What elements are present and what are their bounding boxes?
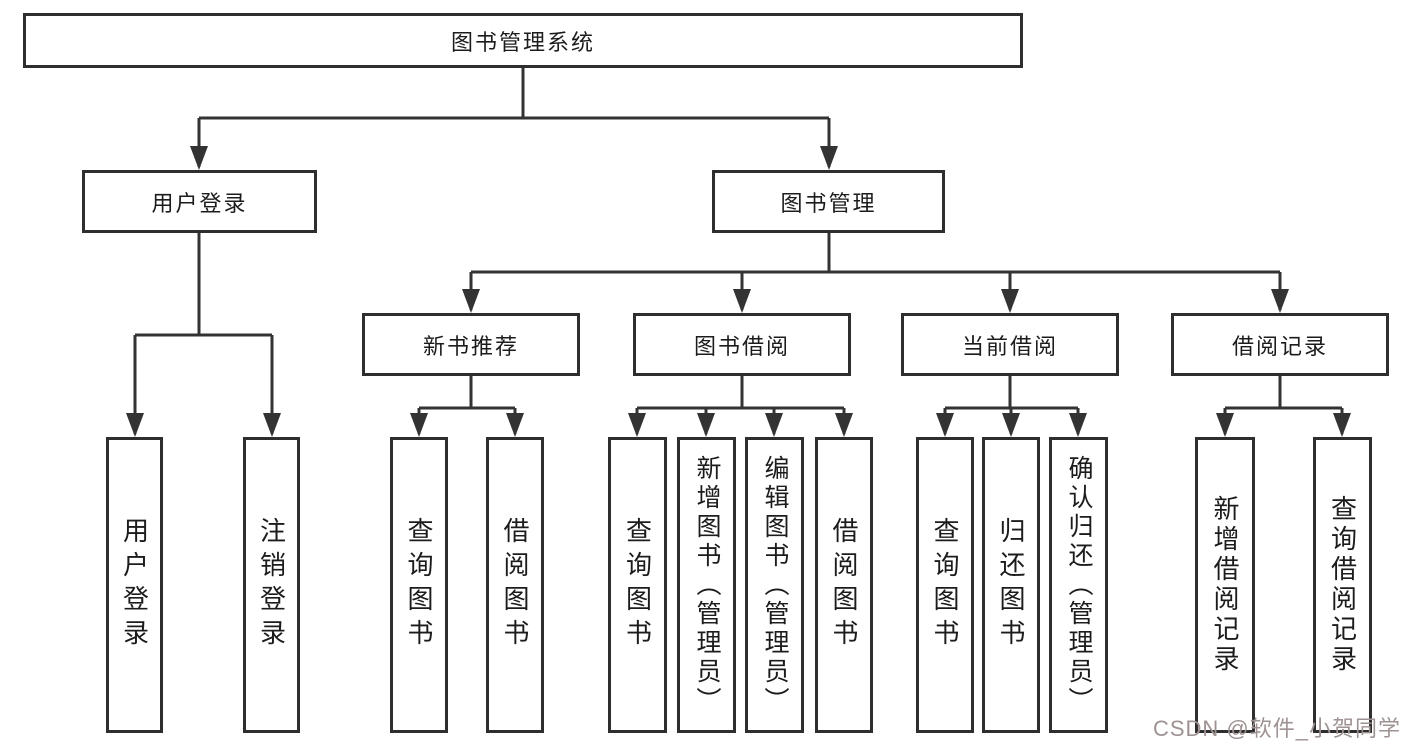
node-label: 注销登录 (256, 517, 287, 653)
node-logout: 注销登录 (243, 437, 300, 733)
node-label: 新增图书（管理员） (693, 454, 721, 716)
node-label: 图书管理 (780, 190, 877, 216)
node-borrow-books-1: 借阅图书 (486, 437, 544, 733)
node-new-book-recommend: 新书推荐 (362, 313, 580, 376)
node-user-login: 用户登录 (82, 170, 317, 233)
node-book-borrowing: 图书借阅 (633, 313, 851, 376)
connector-userlogin-elbow (135, 233, 272, 337)
node-borrow-books-2: 借阅图书 (815, 437, 873, 733)
node-query-books-1: 查询图书 (390, 437, 448, 733)
node-label: 用户登录 (151, 190, 248, 216)
connector-bookborrow-elbow (637, 376, 844, 410)
node-current-borrowing: 当前借阅 (901, 313, 1119, 376)
connector-root-elbow (199, 68, 829, 120)
node-label: 查询图书 (404, 517, 434, 653)
node-label: 当前借阅 (961, 333, 1058, 359)
node-library-management-system: 图书管理系统 (23, 13, 1023, 68)
connector-borrowrecord-elbow (1225, 376, 1342, 410)
node-book-management: 图书管理 (712, 170, 945, 233)
node-label: 借阅图书 (500, 517, 530, 653)
node-label: 确认归还（管理员） (1065, 454, 1093, 716)
node-label: 编辑图书（管理员） (761, 454, 789, 716)
connector-bookmgmt-elbow (471, 233, 1280, 274)
node-query-books-3: 查询图书 (916, 437, 974, 733)
node-add-borrow-record: 新增借阅记录 (1195, 437, 1255, 733)
node-label: 借阅记录 (1231, 333, 1328, 359)
node-label: 新书推荐 (422, 333, 519, 359)
node-edit-books-admin: 编辑图书（管理员） (745, 437, 804, 733)
node-label: 归还图书 (996, 517, 1026, 653)
node-borrow-records: 借阅记录 (1171, 313, 1389, 376)
connector-newbook-elbow (419, 376, 515, 410)
node-label: 用户登录 (119, 517, 150, 653)
node-label: 图书借阅 (693, 333, 790, 359)
node-label: 借阅图书 (829, 517, 859, 653)
node-query-books-2: 查询图书 (608, 437, 667, 733)
node-confirm-return-admin: 确认归还（管理员） (1049, 437, 1108, 733)
node-label: 查询图书 (930, 517, 960, 653)
watermark: CSDN @软件_小贺同学 (1152, 716, 1401, 741)
node-add-books-admin: 新增图书（管理员） (677, 437, 736, 733)
node-user-login-leaf: 用户登录 (106, 437, 163, 733)
node-query-borrow-record: 查询借阅记录 (1313, 437, 1372, 733)
node-label: 查询图书 (622, 517, 653, 653)
connector-currentborrow-elbow (945, 376, 1078, 410)
node-label: 查询借阅记录 (1327, 495, 1358, 675)
node-label: 图书管理系统 (450, 29, 595, 55)
node-label: 新增借阅记录 (1210, 495, 1240, 675)
node-return-books: 归还图书 (982, 437, 1040, 733)
